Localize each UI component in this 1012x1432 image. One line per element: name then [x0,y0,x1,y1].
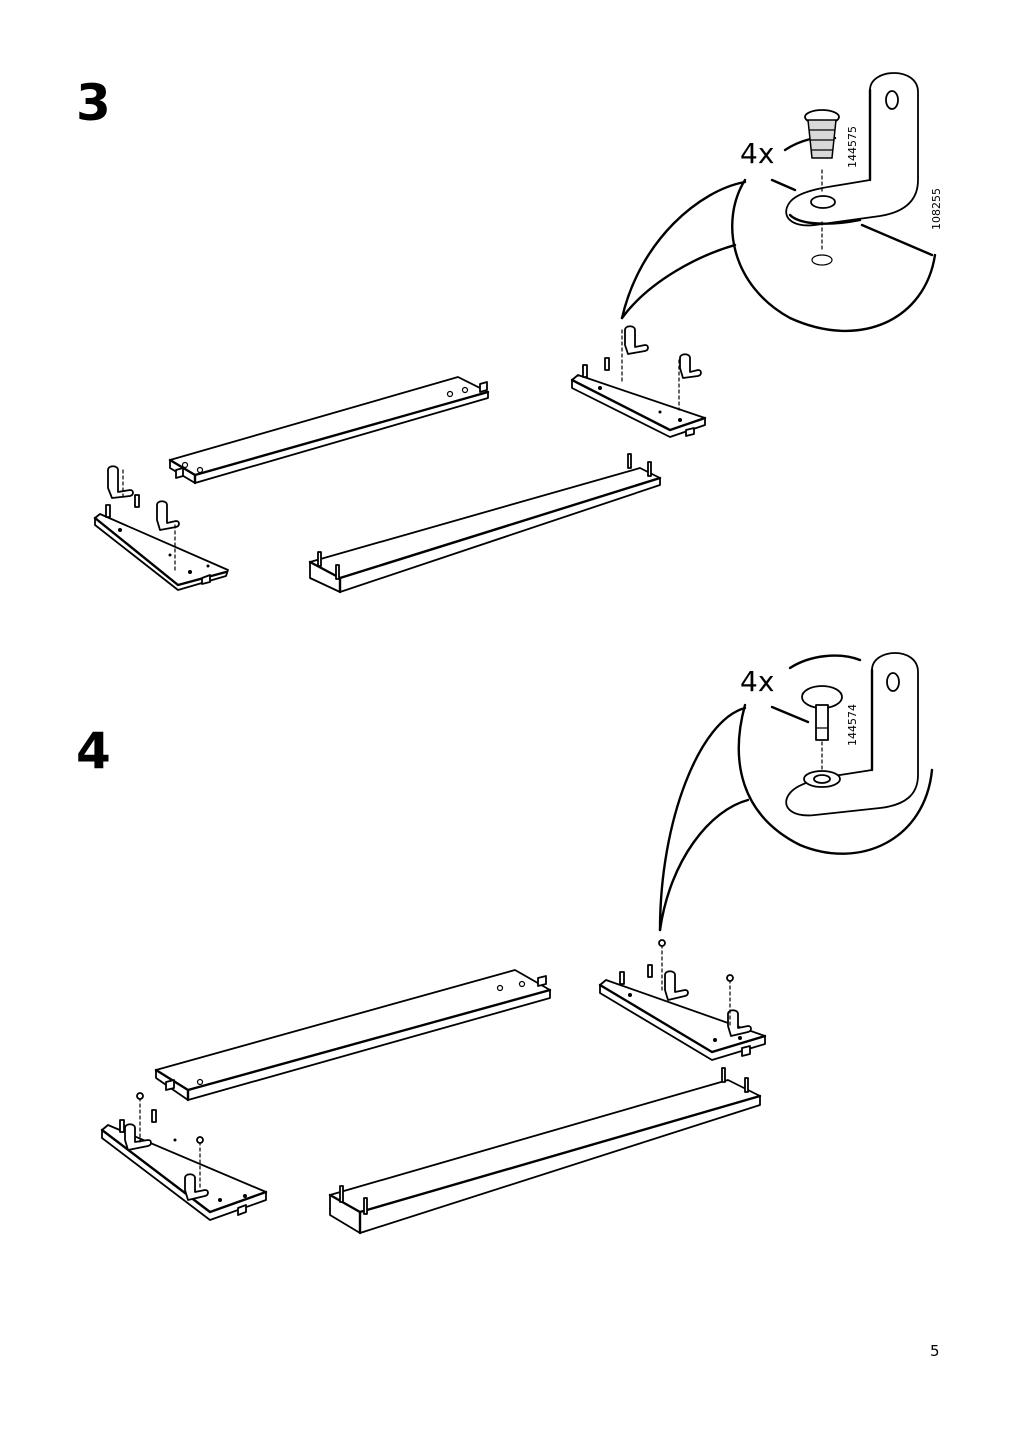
step-4-left-end-panel [100,1092,268,1221]
bracket-step-4 [785,652,919,817]
step-3-zoom-bubble [731,178,937,333]
step-3-right-end-panel [570,325,707,438]
step-4-right-end-panel [598,939,767,1061]
step-3-left-end-panel [93,465,229,591]
pin-144574 [801,685,843,771]
step-4-long-rail-left [154,969,552,1102]
step-4-part-number-pin: 144574 [846,704,859,746]
step-4-illustration [100,652,934,1235]
step-4-number: 4 [76,722,111,780]
step-3-long-rail-right [308,453,662,594]
step-4-quantity: 4x [740,665,775,698]
step-3-quantity: 4x [740,137,775,170]
step-3-part-number-bracket: 108255 [930,188,943,230]
step-3-part-number-plug: 144575 [846,126,859,168]
step-3-number: 3 [76,74,111,132]
step-3-illustration [93,72,937,594]
plug-144575 [804,109,840,159]
step-4-long-rail-right [328,1067,762,1235]
bracket-108255 [785,72,919,227]
step-3-long-rail-left [168,376,490,485]
page-number: 5 [930,1342,940,1360]
step-4-zoom-bubble [737,703,934,855]
